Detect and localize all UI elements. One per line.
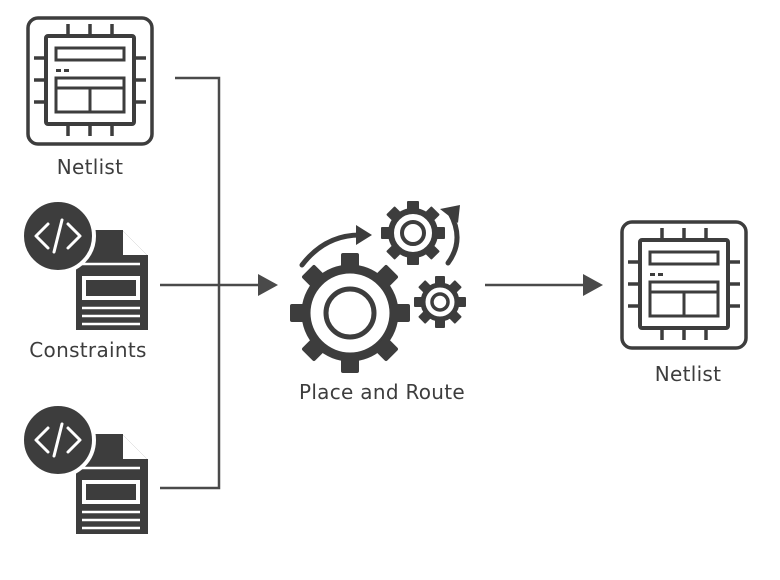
arrow-head-process [258, 274, 278, 296]
chip-icon [26, 16, 154, 146]
output-netlist-label: Netlist [654, 362, 722, 386]
chip-icon [620, 220, 748, 350]
process-label: Place and Route [298, 380, 466, 404]
input-constraints-label: Constraints [29, 338, 147, 362]
arrow-head-output [583, 274, 603, 296]
connector-top [160, 76, 221, 490]
input-source [20, 402, 162, 544]
code-document-icon [20, 402, 148, 534]
input-netlist-label: Netlist [56, 155, 124, 179]
gears-icon [290, 201, 466, 373]
process-place-and-route [280, 195, 480, 375]
input-netlist [18, 14, 158, 154]
output-netlist [612, 218, 752, 358]
input-constraints [20, 198, 162, 340]
code-document-icon [20, 198, 148, 330]
